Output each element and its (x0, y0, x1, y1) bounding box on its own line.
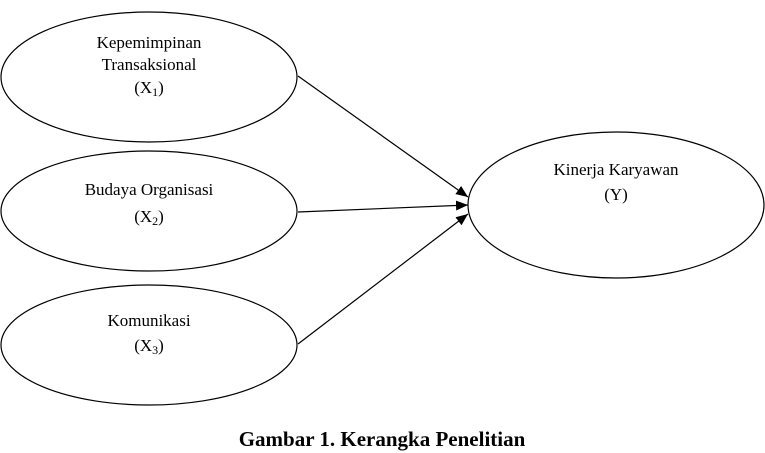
node-y: Kinerja Karyawan (Y) (467, 131, 765, 279)
node-y-variable: (Y) (604, 185, 628, 204)
arrow-x2-to-y (297, 200, 469, 213)
node-y-label: Kinerja Karyawan (553, 160, 679, 179)
node-x3-ellipse (0, 284, 298, 406)
node-x3-variable: (X3) (134, 336, 164, 357)
node-x2-ellipse (0, 150, 298, 272)
node-x3: Komunikasi (X3) (0, 284, 298, 406)
node-x2-label: Budaya Organisasi (85, 180, 214, 199)
node-x2-variable: (X2) (134, 207, 164, 228)
arrow-x3-to-y (297, 213, 469, 345)
node-x3-label: Komunikasi (107, 311, 190, 330)
node-x1-ellipse (0, 11, 298, 143)
node-x1: Kepemimpinan Transaksional (X1) (0, 11, 298, 143)
node-y-ellipse (467, 131, 765, 279)
arrow-x1-to-y (297, 75, 469, 198)
node-x1-label-line1: Kepemimpinan (97, 33, 202, 52)
node-x1-variable: (X1) (134, 78, 164, 99)
figure-caption: Gambar 1. Kerangka Penelitian (239, 427, 526, 451)
node-x2: Budaya Organisasi (X2) (0, 150, 298, 272)
node-x1-label-line2: Transaksional (102, 55, 197, 74)
